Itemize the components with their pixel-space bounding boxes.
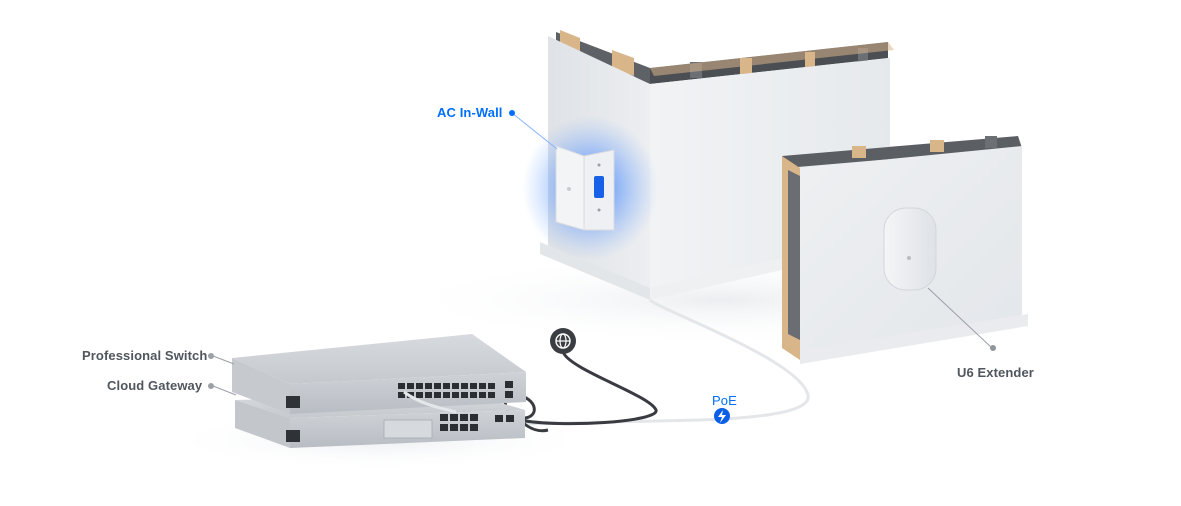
ac-in-wall-device (555, 145, 615, 231)
ac-in-wall-label: AC In-Wall (437, 105, 503, 120)
professional-switch-dot (208, 353, 214, 359)
poe-label: PoE (712, 393, 737, 408)
u6-extender-label: U6 Extender (957, 365, 1034, 380)
u6-extender-dot (990, 345, 996, 351)
lightning-icon (714, 408, 730, 424)
u6-extender-device (883, 207, 937, 291)
ac-in-wall-dot (509, 110, 515, 116)
globe-icon (550, 328, 576, 354)
professional-switch-device (232, 334, 526, 414)
cloud-gateway-dot (208, 383, 214, 389)
professional-switch-label: Professional Switch (82, 348, 208, 363)
cloud-gateway-label: Cloud Gateway (107, 378, 203, 393)
leader-lines (212, 112, 993, 396)
